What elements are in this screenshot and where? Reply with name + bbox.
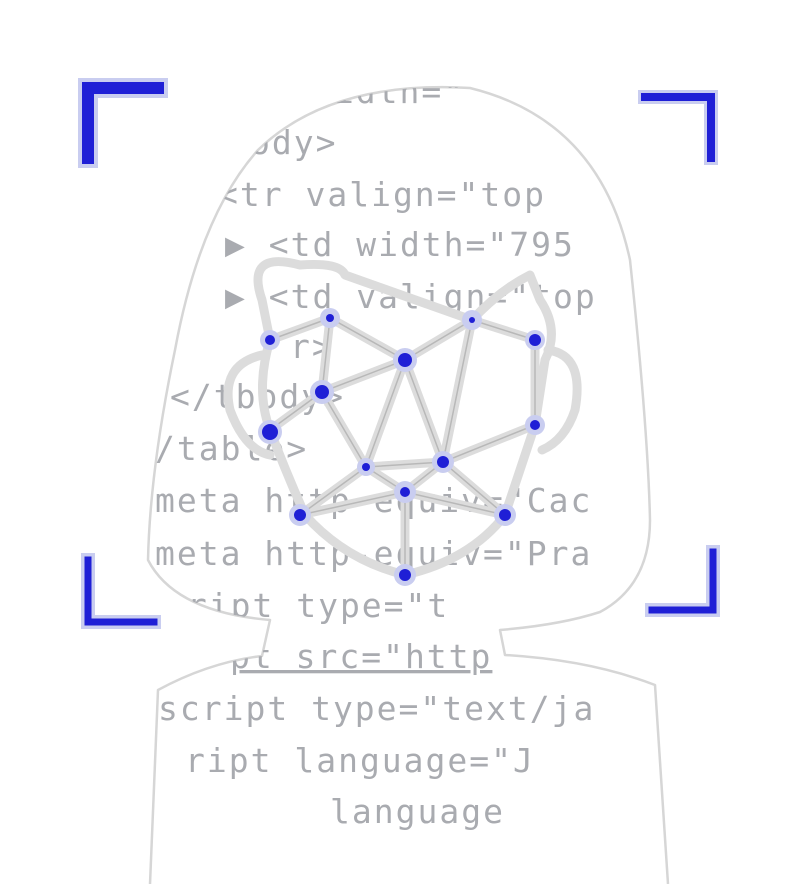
code-line: width=" bbox=[312, 72, 465, 111]
mesh-point bbox=[399, 569, 411, 581]
mesh-point bbox=[315, 385, 329, 399]
mesh-point bbox=[262, 424, 278, 440]
viewfinder-corner-icon bbox=[78, 78, 168, 168]
mesh-point bbox=[529, 334, 541, 346]
code-line: cript type="t bbox=[165, 586, 449, 625]
viewfinder-frame bbox=[78, 78, 720, 629]
mesh-point bbox=[400, 487, 410, 497]
code-line: <tr valign="top bbox=[218, 175, 546, 214]
mesh-point bbox=[469, 317, 475, 323]
face-mesh-points bbox=[258, 308, 545, 586]
mesh-point bbox=[362, 463, 370, 471]
mesh-point bbox=[398, 353, 412, 367]
mesh-point bbox=[437, 456, 449, 468]
viewfinder-corner-icon bbox=[81, 553, 161, 629]
mesh-point bbox=[530, 420, 540, 430]
mesh-point bbox=[326, 314, 334, 322]
code-line: language bbox=[330, 792, 505, 831]
code-line: ody> bbox=[250, 123, 337, 162]
code-line: script type="text/ja bbox=[158, 689, 595, 728]
mesh-point bbox=[294, 509, 306, 521]
viewfinder-corner-icon bbox=[638, 90, 718, 165]
mesh-point bbox=[499, 509, 511, 521]
face-mesh-icon bbox=[223, 257, 582, 586]
code-line: ript language="J bbox=[185, 741, 535, 780]
code-line: pt src="http bbox=[230, 637, 492, 676]
mesh-point bbox=[265, 335, 275, 345]
viewfinder-corner-icon bbox=[645, 545, 720, 617]
